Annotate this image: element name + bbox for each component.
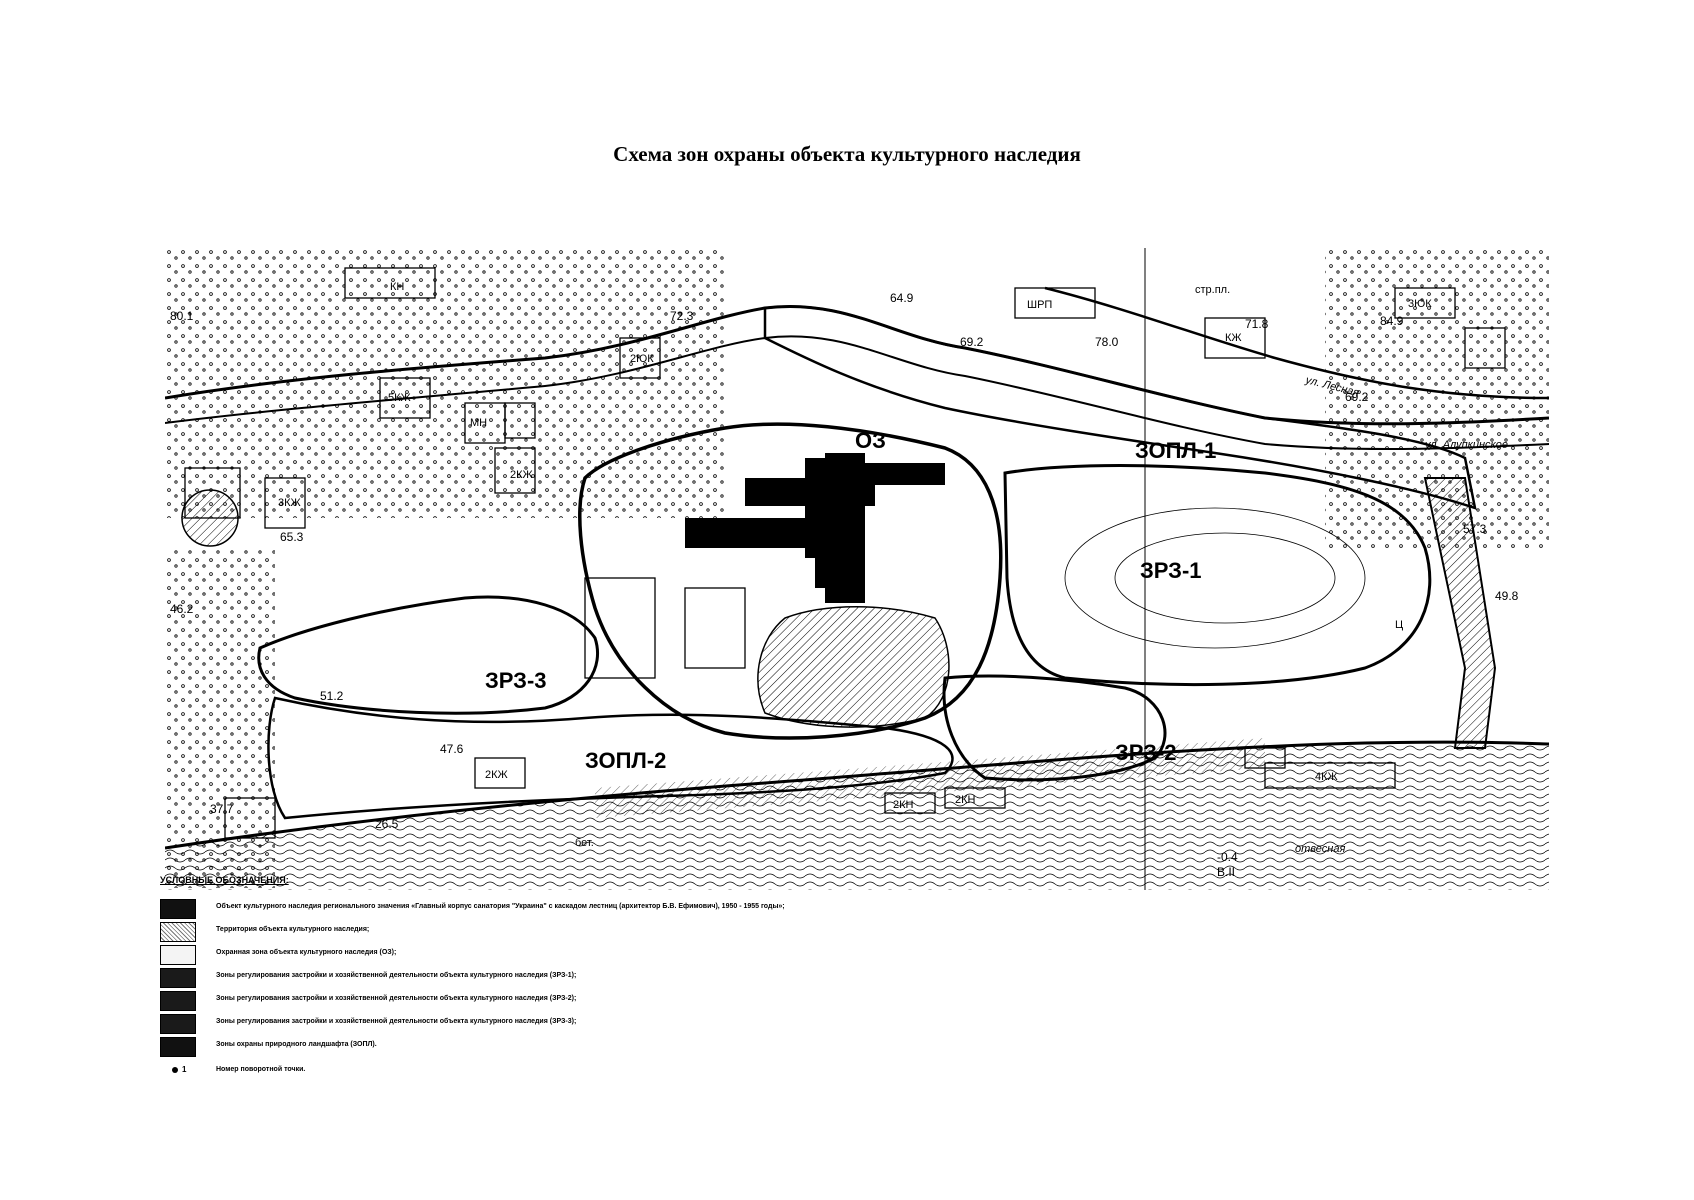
legend-text-oz: Охранная зона объекта культурного наслед… — [216, 949, 397, 956]
urban-texture-west — [165, 248, 725, 518]
elevation-mark: 47.6 — [440, 742, 464, 756]
zone-label-zrz3: ЗРЗ-3 — [485, 668, 547, 693]
elevation-mark: 37.7 — [210, 802, 234, 816]
legend-text-territory: Территория объекта культурного наследия; — [216, 926, 370, 933]
elevation-mark: 80.1 — [170, 309, 194, 323]
elevation-mark: 57.3 — [1463, 522, 1487, 536]
elevation-mark: 26.5 — [375, 817, 399, 831]
legend-swatch-okn — [160, 899, 196, 919]
building-label: 2КЖ — [485, 769, 508, 781]
map-label-sea-level: -0.4 — [1217, 850, 1238, 864]
road-lesnaya — [1044, 286, 1549, 400]
legend-swatch-territory — [160, 922, 196, 942]
elevation-mark: 46.2 — [170, 602, 194, 616]
elevation-mark: 69.2 — [960, 335, 984, 349]
turning-point-number: 1 — [182, 1065, 187, 1074]
elevation-mark: 65.3 — [280, 530, 304, 544]
main-building-heritage-object — [685, 453, 945, 603]
building-label: 3КЖ — [278, 497, 301, 509]
elevation-mark: 69.2 — [1345, 390, 1369, 404]
protection-zones-map: ОЗ ЗОПЛ-1 ЗОПЛ-2 ЗРЗ-1 ЗРЗ-2 ЗРЗ-3 ул. Л… — [165, 248, 1549, 890]
building-label: КЖ — [1225, 332, 1242, 344]
building-label: 2КЖ — [510, 469, 533, 481]
roundabout — [181, 489, 239, 547]
embankment-hatch — [595, 738, 1265, 818]
legend-item-territory: Территория объекта культурного наследия; — [160, 922, 860, 942]
map-label-sheet: В.II — [1217, 865, 1235, 879]
map-title: Схема зон охраны объекта культурного нас… — [613, 142, 1081, 166]
zone-boundary-zopl2 — [267, 696, 954, 820]
zone-label-zopl1: ЗОПЛ-1 — [1135, 438, 1216, 463]
legend-item-zopl: Зоны охраны природного ландшафта (ЗОПЛ). — [160, 1037, 860, 1057]
legend-swatch-oz — [160, 945, 196, 965]
legend-item-zrz2: Зоны регулирования застройки и хозяйстве… — [160, 991, 860, 1011]
elevation-mark: 64.9 — [890, 291, 914, 305]
map-label-concrete: бет. — [575, 837, 594, 849]
map-label-construction-site: стр.пл. — [1195, 284, 1230, 296]
building-label: 5КЖ — [388, 392, 411, 404]
zone-boundary-zrz2 — [942, 674, 1167, 782]
elevation-mark: 49.8 — [1495, 589, 1519, 603]
legend-text-turning-point: Номер поворотной точки. — [216, 1066, 306, 1073]
zone-label-zopl2: ЗОПЛ-2 — [585, 748, 666, 773]
legend-text-okn: Объект культурного наследия региональног… — [216, 903, 785, 910]
building-label: КН — [390, 281, 404, 293]
building-label: 4КЖ — [1315, 771, 1338, 783]
legend-text-zopl: Зоны охраны природного ландшафта (ЗОПЛ). — [216, 1041, 377, 1048]
legend-text-zrz1: Зоны регулирования застройки и хозяйстве… — [216, 972, 577, 979]
map-canvas: ОЗ ЗОПЛ-1 ЗОПЛ-2 ЗРЗ-1 ЗРЗ-2 ЗРЗ-3 ул. Л… — [165, 248, 1549, 890]
elevation-mark: 71.8 — [1245, 317, 1269, 331]
map-legend: УСЛОВНЫЕ ОБОЗНАЧЕНИЯ: Объект культурного… — [160, 875, 860, 1077]
legend-item-okn: Объект культурного наследия региональног… — [160, 899, 860, 919]
elevation-mark: 84.9 — [1380, 314, 1404, 328]
building-label: 3ЮК — [1408, 298, 1432, 310]
legend-item-oz: Охранная зона объекта культурного наслед… — [160, 945, 860, 965]
turning-point-symbol: 1 — [160, 1065, 196, 1074]
urban-texture-southwest — [165, 548, 275, 888]
building-label: МН — [470, 417, 487, 429]
building-label: 2КН — [893, 799, 914, 811]
building-label: ШРП — [1027, 299, 1052, 311]
legend-text-zrz2: Зоны регулирования застройки и хозяйстве… — [216, 995, 577, 1002]
zone-boundary-zopl1 — [763, 305, 1477, 510]
zone-boundary-east-strip — [1423, 477, 1497, 749]
zone-boundary-oz — [578, 422, 1003, 740]
legend-swatch-zrz1 — [160, 968, 196, 988]
coast-band — [165, 742, 1549, 890]
zone-boundary-zrz1 — [1003, 464, 1432, 687]
legend-swatch-zrz3 — [160, 1014, 196, 1034]
building-label: Ц — [1395, 619, 1403, 631]
building-label: 2ЮК — [630, 353, 654, 365]
elevation-mark: 78.0 — [1095, 335, 1119, 349]
zone-label-oz: ОЗ — [855, 428, 886, 453]
street-label-otvesnaya: отвесная — [1295, 843, 1345, 855]
heritage-territory — [757, 606, 950, 728]
elevation-mark: 72.3 — [670, 309, 694, 323]
legend-swatch-zrz2 — [160, 991, 196, 1011]
legend-item-zrz1: Зоны регулирования застройки и хозяйстве… — [160, 968, 860, 988]
park-contours — [1064, 507, 1366, 649]
turning-point-dot-icon — [172, 1066, 178, 1073]
legend-item-turning-point: 1 Номер поворотной точки. — [160, 1065, 860, 1074]
legend-item-zrz3: Зоны регулирования застройки и хозяйстве… — [160, 1014, 860, 1034]
park-contours-inner — [1114, 532, 1336, 624]
building-outlines — [184, 267, 1506, 839]
elevation-mark: 51.2 — [320, 689, 344, 703]
zone-boundary-zrz3 — [257, 595, 600, 715]
legend-swatch-zopl — [160, 1037, 196, 1057]
road-upper-edge — [165, 335, 1549, 451]
zone-label-zrz1: ЗРЗ-1 — [1140, 558, 1202, 583]
street-label-alupkinskoe: ул. Алупкинское — [1424, 439, 1508, 451]
building-label: 2КН — [955, 794, 976, 806]
zone-label-zrz2: ЗРЗ-2 — [1115, 740, 1177, 765]
legend-text-zrz3: Зоны регулирования застройки и хозяйстве… — [216, 1018, 577, 1025]
legend-title: УСЛОВНЫЕ ОБОЗНАЧЕНИЯ: — [160, 875, 289, 885]
